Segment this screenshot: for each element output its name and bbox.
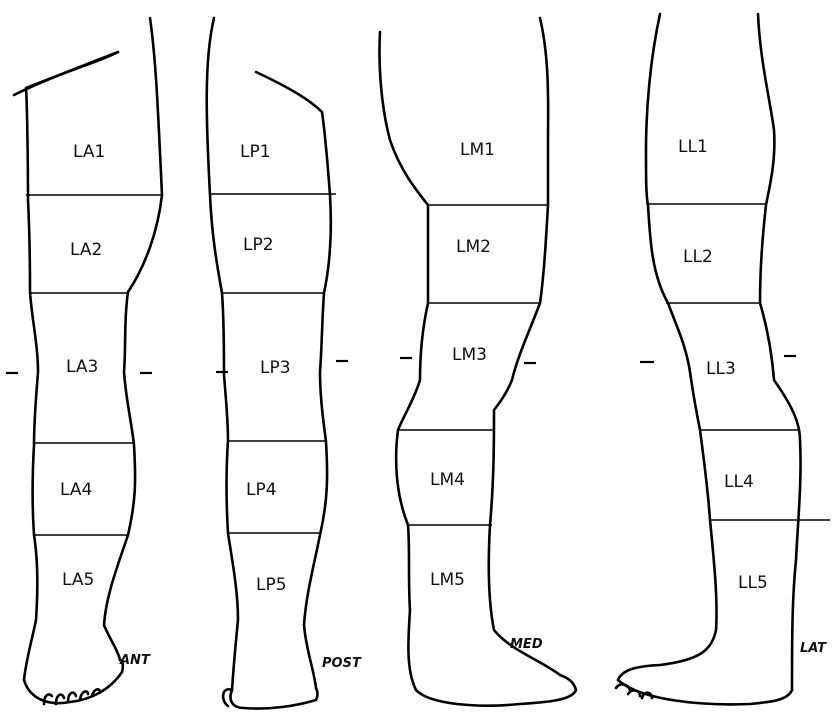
segment-label-lp5: LP5 bbox=[256, 575, 287, 595]
segment-label-ll3: LL3 bbox=[706, 359, 736, 379]
segment-label-ll5: LL5 bbox=[738, 573, 768, 593]
segment-label-lp1: LP1 bbox=[240, 142, 271, 162]
view-label-lat: LAT bbox=[800, 641, 827, 656]
view-label-med: MED bbox=[510, 637, 543, 652]
medial-leg-view: LM1 LM2 LM3 LM4 LM5 MED bbox=[379, 18, 576, 706]
segment-label-la1: LA1 bbox=[73, 142, 105, 162]
lateral-leg-view: LL1 LL2 LL3 LL4 LL5 LAT bbox=[616, 14, 830, 704]
segment-label-la3: LA3 bbox=[66, 357, 98, 377]
view-label-ant: ANT bbox=[119, 653, 151, 668]
posterior-leg-outline-right bbox=[256, 72, 331, 688]
segment-label-lm3: LM3 bbox=[452, 345, 487, 365]
segment-label-la5: LA5 bbox=[62, 570, 94, 590]
segment-label-ll2: LL2 bbox=[683, 247, 713, 267]
lateral-toes bbox=[616, 684, 652, 698]
view-label-post: POST bbox=[322, 656, 362, 671]
segment-label-la2: LA2 bbox=[70, 240, 102, 260]
anterior-leg-outline-right bbox=[104, 18, 162, 660]
segment-label-lp2: LP2 bbox=[243, 235, 274, 255]
medial-foot-outline bbox=[416, 675, 576, 706]
segment-label-lm4: LM4 bbox=[430, 470, 465, 490]
segment-label-ll1: LL1 bbox=[678, 137, 708, 157]
segment-label-lm2: LM2 bbox=[456, 237, 491, 257]
posterior-leg-outline-left bbox=[207, 18, 238, 690]
anterior-foot-outline bbox=[24, 660, 123, 703]
segment-label-la4: LA4 bbox=[60, 480, 92, 500]
lateral-leg-outline-left bbox=[618, 14, 717, 680]
anterior-leg-view: LA1 LA2 LA3 LA4 LA5 ANT bbox=[6, 18, 162, 704]
posterior-leg-view: LP1 LP2 LP3 LP4 LP5 POST bbox=[207, 18, 362, 709]
lateral-foot-outline bbox=[618, 680, 792, 704]
segment-label-ll4: LL4 bbox=[724, 472, 754, 492]
segment-label-lm5: LM5 bbox=[430, 570, 465, 590]
segment-label-lp4: LP4 bbox=[246, 480, 277, 500]
posterior-foot-outline bbox=[231, 688, 318, 709]
segment-label-lm1: LM1 bbox=[460, 140, 495, 160]
medial-leg-outline-right bbox=[489, 18, 560, 675]
segment-label-lp3: LP3 bbox=[260, 358, 291, 378]
medial-leg-outline-left bbox=[379, 32, 428, 690]
